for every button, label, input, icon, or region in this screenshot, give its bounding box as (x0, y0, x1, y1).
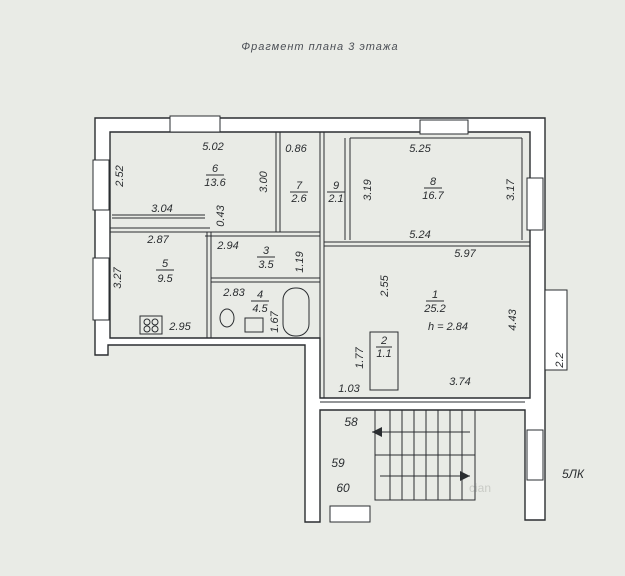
room-1-number: 1 (432, 289, 438, 301)
toilet (219, 308, 235, 328)
dim-label: 2.52 (114, 165, 126, 187)
room-6-area: 13.6 (204, 177, 226, 189)
window-left-2 (92, 257, 110, 321)
room-1-height: h = 2.84 (428, 321, 468, 333)
dim-label: 5.97 (454, 248, 476, 260)
dim-label: 5.02 (202, 141, 223, 153)
window-bottom (329, 505, 371, 523)
room-2-area: 1.1 (376, 348, 391, 360)
dim-label: 0.43 (215, 204, 227, 226)
dim-label: 2.95 (168, 321, 191, 333)
dim-label: 3.17 (505, 178, 517, 200)
room-7-number: 7 (296, 180, 303, 192)
room-9-area: 2.1 (327, 193, 343, 205)
dim-label: 2.55 (379, 274, 391, 297)
dim-label: 3.00 (258, 170, 270, 192)
room-4-number: 4 (257, 289, 263, 301)
windows (92, 115, 568, 523)
room-7-area: 2.6 (290, 193, 307, 205)
window-left-1 (92, 159, 110, 211)
dim-label: 3.27 (112, 266, 124, 288)
dim-label: 2.94 (216, 240, 238, 252)
stair-labels: 58 59 60 5ЛК (331, 415, 585, 495)
dim-label: 1.03 (338, 383, 360, 395)
stairwell-marker: 5ЛК (562, 467, 585, 481)
room-9-number: 9 (333, 180, 339, 192)
stair-number: 59 (331, 456, 345, 470)
room-labels: 6 13.6 7 2.6 9 2.1 8 16.7 5 9.5 3 3.5 4 … (156, 163, 468, 360)
room-5-number: 5 (162, 258, 169, 270)
window-right-1 (526, 177, 544, 231)
dim-label: 0.86 (285, 143, 307, 155)
window-top-left (169, 115, 221, 133)
stairwell (372, 409, 476, 501)
room-8-number: 8 (430, 176, 437, 188)
dim-label: 5.25 (409, 143, 431, 155)
sink (244, 317, 264, 333)
plan-title: Фрагмент плана 3 этажа (241, 41, 398, 53)
dim-label: 2.2 (554, 352, 566, 368)
stair-number: 60 (336, 481, 350, 495)
dim-label: 1.19 (294, 251, 306, 272)
window-top-right (419, 119, 469, 135)
interior-walls (110, 132, 530, 403)
dim-label: 3.74 (449, 376, 470, 388)
room-3-area: 3.5 (258, 259, 274, 271)
balcony (544, 289, 568, 371)
window-right-2 (526, 429, 544, 481)
dim-label: 3.19 (362, 179, 374, 200)
bathtub (282, 287, 310, 337)
stair-number: 58 (344, 415, 358, 429)
dim-label: 4.43 (507, 308, 519, 330)
room-6-number: 6 (212, 163, 219, 175)
dim-label: 5.24 (409, 229, 430, 241)
stove (139, 315, 163, 335)
dim-label: 1.67 (269, 310, 281, 332)
dim-label: 2.87 (146, 234, 169, 246)
room-5-area: 9.5 (157, 273, 173, 285)
dim-label: 1.77 (354, 346, 366, 368)
watermark: cian (469, 481, 491, 495)
room-4-area: 4.5 (252, 303, 268, 315)
room-8-area: 16.7 (422, 190, 444, 202)
room-1-area: 25.2 (423, 303, 445, 315)
closet-room-2 (369, 331, 399, 391)
dim-label: 3.04 (151, 203, 172, 215)
bathroom-fixtures (139, 287, 310, 337)
dimension-labels: 5.02 0.86 2.52 3.00 3.04 0.43 2.87 2.94 … (112, 141, 566, 395)
room-3-number: 3 (263, 245, 270, 257)
dim-label: 2.83 (222, 287, 245, 299)
room-2-number: 2 (380, 335, 387, 347)
